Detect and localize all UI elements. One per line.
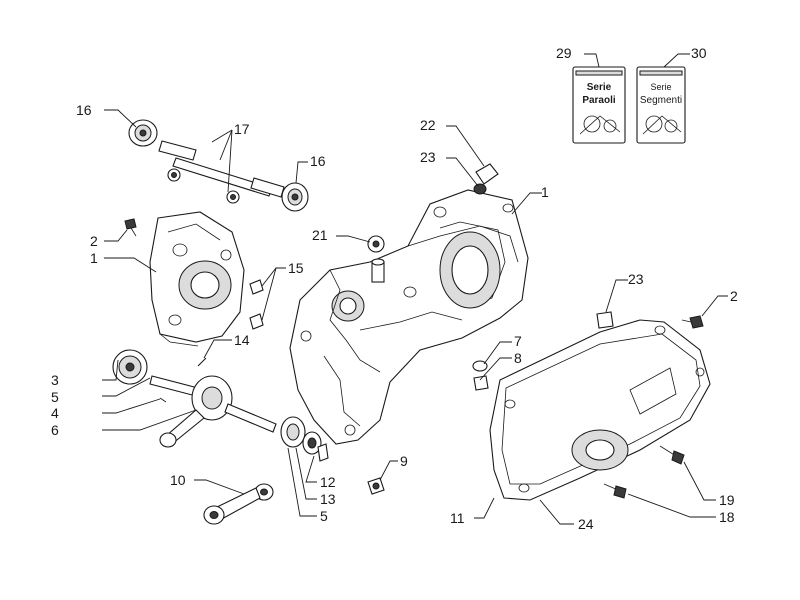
- callout-13: 13: [320, 491, 336, 507]
- callout-15: 15: [288, 260, 304, 276]
- seal-kit-title-line2: Paraoli: [582, 95, 616, 106]
- crankcase-half-small: [149, 211, 245, 347]
- callout-7: 7: [514, 333, 522, 349]
- small-pin: [197, 357, 207, 367]
- callout-30: 30: [691, 45, 707, 61]
- callout-23: 23: [628, 271, 644, 287]
- transmission-cover: [489, 319, 711, 501]
- callout-19: 19: [719, 492, 735, 508]
- pin-upper: [158, 140, 197, 161]
- cover-bolt-top: [681, 315, 704, 329]
- nut-bottom: [367, 477, 385, 495]
- callout-1-right: 1: [541, 184, 549, 200]
- crankcase-bushing: [371, 258, 385, 283]
- piston-ring-kit-card: Serie Segmenti: [636, 66, 686, 144]
- crankcase-main: [289, 189, 529, 445]
- seal-kit-card: Serie Paraoli: [572, 66, 626, 144]
- callout-29: 29: [556, 45, 572, 61]
- main-bearing: [280, 416, 306, 448]
- callout-2-left: 2: [90, 233, 98, 249]
- callout-17: 17: [234, 121, 250, 137]
- ring-kit-title-line1: Serie: [650, 82, 671, 92]
- shaft-long: [172, 157, 273, 197]
- pin-lower: [250, 177, 285, 198]
- rubber-mount: [367, 235, 385, 253]
- callout-8: 8: [514, 350, 522, 366]
- callout-3: 3: [51, 372, 59, 388]
- callout-10: 10: [170, 472, 186, 488]
- nut-lower: [473, 375, 489, 391]
- crankshaft: [149, 375, 277, 448]
- callout-5-left: 5: [51, 389, 59, 405]
- dowel-upper: [249, 279, 264, 295]
- cover-bolt-18: [603, 483, 627, 499]
- callout-12: 12: [320, 474, 336, 490]
- callout-20: 21: [312, 227, 328, 243]
- callout-14: 14: [234, 332, 250, 348]
- callout-4: 4: [51, 405, 59, 421]
- bolt-small-left: [124, 218, 137, 237]
- drain-plug: [473, 163, 499, 195]
- callout-5-right: 5: [320, 508, 328, 524]
- crank-bearing: [112, 349, 148, 385]
- oil-seal: [302, 431, 322, 455]
- washer-b: [226, 190, 240, 204]
- bearing-right: [281, 182, 309, 212]
- callout-22: 23: [420, 149, 436, 165]
- callout-11: 11: [450, 510, 465, 526]
- nut-upper: [472, 360, 488, 372]
- callout-24: 24: [578, 516, 594, 532]
- callout-numbers: 29 30 16 17 16 22 23 1 21 2 1 15 14 23 2…: [51, 45, 738, 532]
- crank-key: [159, 397, 167, 403]
- callout-9: 9: [400, 453, 408, 469]
- callout-1-left: 1: [90, 250, 98, 266]
- callout-2-right: 2: [730, 288, 738, 304]
- bushing: [317, 443, 329, 462]
- seal-kit-title-line1: Serie: [587, 82, 612, 93]
- callout-18: 18: [719, 509, 735, 525]
- ring-kit-title-line2: Segmenti: [640, 95, 682, 106]
- washer-a: [167, 168, 181, 182]
- callout-16-left: 16: [76, 102, 92, 118]
- dowel-lower: [249, 313, 264, 330]
- cover-bolt-19: [659, 445, 685, 465]
- callout-6: 6: [51, 422, 59, 438]
- callout-21: 22: [420, 117, 436, 133]
- callout-16-right: 16: [310, 153, 326, 169]
- connecting-rod: [203, 483, 274, 525]
- cover-plug: [596, 311, 614, 329]
- leader-lines: [102, 53, 728, 525]
